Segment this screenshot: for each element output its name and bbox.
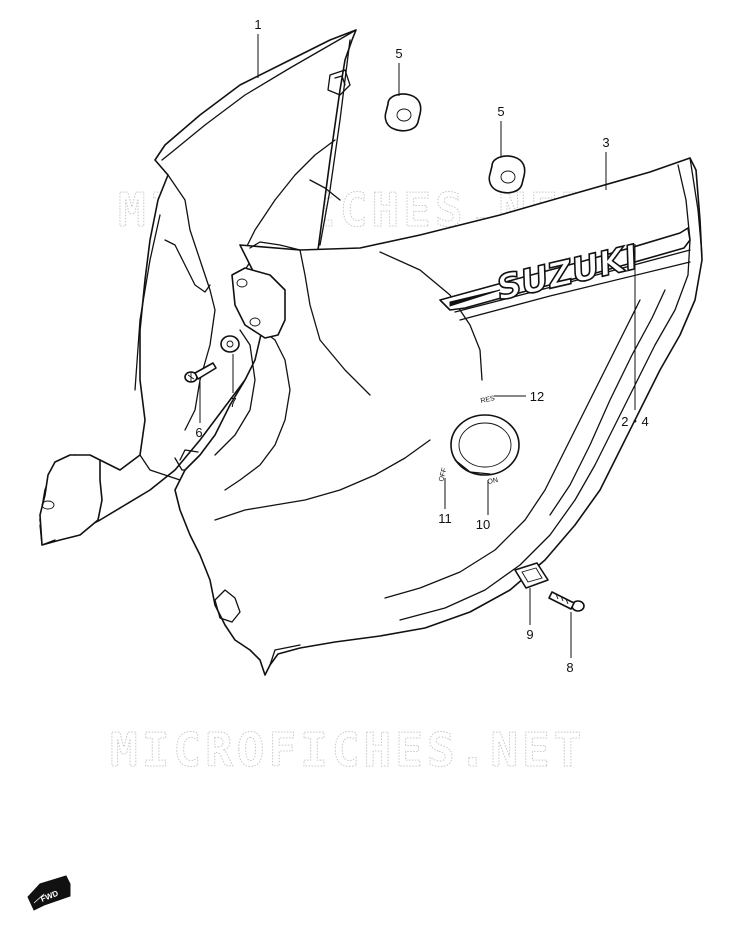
screw-left bbox=[184, 362, 217, 383]
watermark-bottom: MICROFICHES.NET bbox=[110, 723, 585, 777]
callout-3: 3 bbox=[602, 135, 609, 150]
grommet-upper bbox=[384, 93, 422, 132]
callout-2-4: 2・4 bbox=[621, 414, 648, 429]
reserve-mark: RES bbox=[480, 395, 496, 405]
off-mark: OFF bbox=[438, 467, 448, 482]
screw-right bbox=[548, 591, 585, 612]
callout-10: 10 bbox=[476, 517, 490, 532]
callout-5-upper: 5 bbox=[395, 46, 402, 61]
callout-9: 9 bbox=[526, 627, 533, 642]
cover-opening bbox=[450, 414, 520, 476]
nut-clip bbox=[514, 562, 549, 589]
callout-8: 8 bbox=[566, 660, 573, 675]
side-cover-main: SUZUKI RES OFF ON bbox=[174, 157, 703, 676]
callouts: 1 5 5 3 2・4 12 7 6 11 10 9 8 bbox=[195, 17, 648, 675]
callout-7: 7 bbox=[229, 395, 236, 410]
callout-12: 12 bbox=[530, 389, 544, 404]
callout-6: 6 bbox=[195, 425, 202, 440]
callout-5-lower: 5 bbox=[497, 104, 504, 119]
forward-direction-badge: FWD bbox=[27, 875, 71, 911]
grommet-lower bbox=[488, 155, 526, 194]
leader-lines bbox=[199, 34, 636, 658]
washer bbox=[220, 335, 240, 353]
callout-1: 1 bbox=[254, 17, 261, 32]
callout-11: 11 bbox=[438, 511, 452, 526]
on-mark: ON bbox=[487, 477, 499, 486]
mounting-boss bbox=[231, 267, 286, 339]
